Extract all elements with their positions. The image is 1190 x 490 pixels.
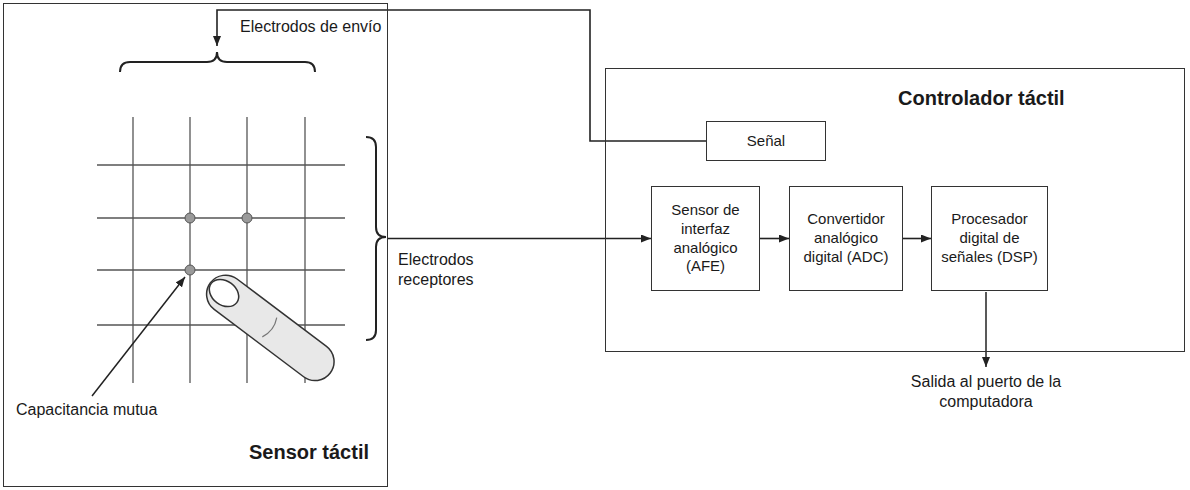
process-box: Sensor de interfaz analógico (AFE) [651, 186, 760, 291]
process-box: Procesador digital de señales (DSP) [931, 186, 1048, 291]
controller-panel: Controlador táctilSeñalSensor de interfa… [605, 68, 1185, 352]
send-brace [120, 52, 315, 72]
box-text: Sensor de interfaz analógico (AFE) [652, 197, 759, 280]
finger-picture [199, 268, 342, 389]
connector-arrow [217, 10, 706, 141]
receive-brace [366, 137, 386, 340]
leader-arrow [92, 277, 185, 396]
connector-arrow [388, 238, 651, 240]
annotation-label: Electrodos receptores [398, 250, 498, 290]
annotation-label: Electrodos de envío [240, 17, 381, 37]
panel-title: Controlador táctil [898, 87, 1065, 110]
annotation-label: Salida al puerto de la computadora [901, 372, 1071, 412]
process-box: Convertidor analógico digital (ADC) [789, 186, 903, 291]
connector-arrow [760, 238, 789, 240]
output-arrow [985, 292, 987, 367]
annotation-label: Capacitancia mutua [16, 400, 157, 420]
box-text: Señal [743, 128, 789, 155]
box-text: Procesador digital de señales (DSP) [932, 206, 1047, 270]
connector-arrow [903, 238, 931, 240]
panel-title: Sensor táctil [249, 441, 369, 464]
capacitance-dots [185, 213, 252, 275]
box-text: Convertidor analógico digital (ADC) [790, 206, 902, 270]
signal-box: Señal [706, 121, 826, 161]
